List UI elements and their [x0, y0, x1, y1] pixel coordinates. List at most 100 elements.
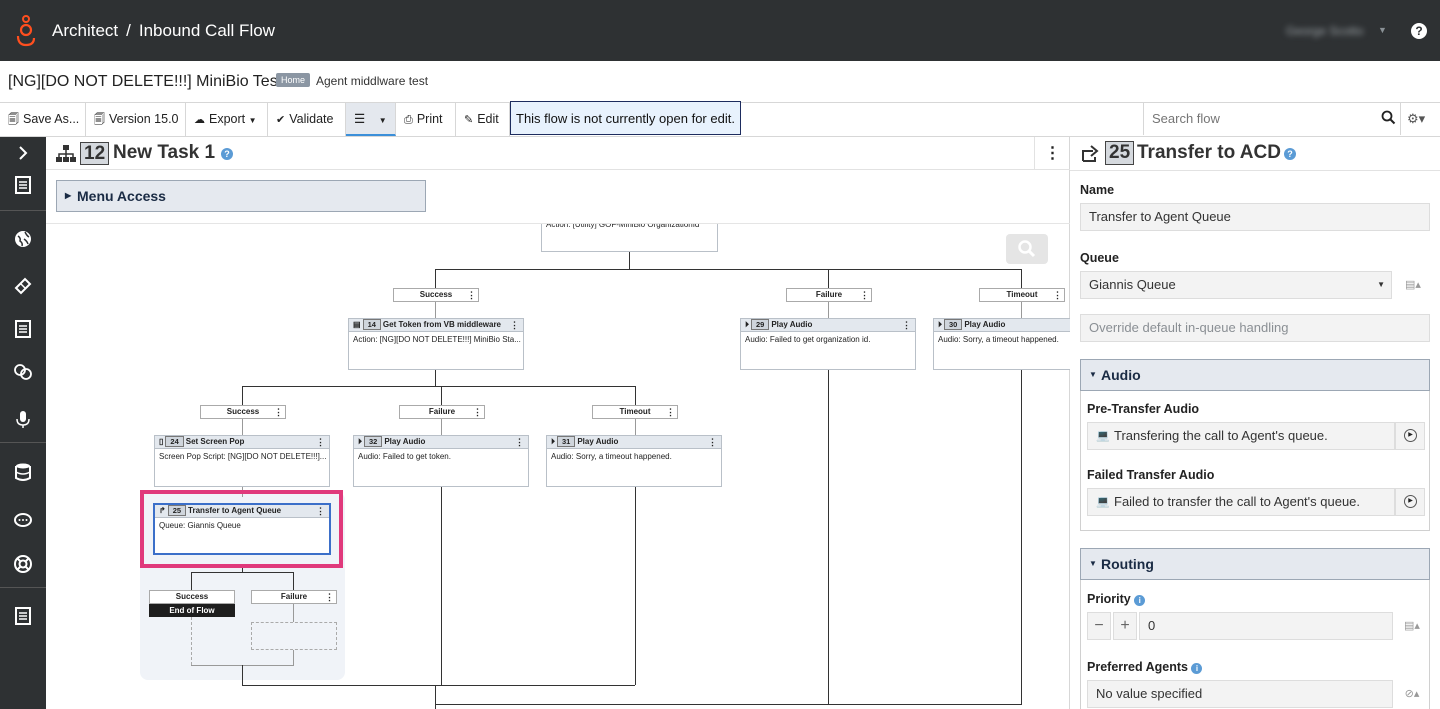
- kebab-menu-icon[interactable]: ⋮: [1034, 137, 1070, 170]
- path-label-failure[interactable]: Failure⋮: [251, 590, 337, 604]
- document-icon: ▯: [159, 437, 164, 446]
- connector: [293, 650, 294, 666]
- kebab-menu-icon[interactable]: ⋮: [510, 320, 519, 330]
- microphone-icon[interactable]: [13, 409, 33, 429]
- message-icon[interactable]: [13, 511, 33, 531]
- path-label-timeout[interactable]: Timeout⋮: [592, 405, 678, 419]
- lifebuoy-icon[interactable]: [13, 554, 33, 574]
- print-button[interactable]: ⎙Print: [396, 103, 456, 136]
- kebab-menu-icon[interactable]: ⋮: [473, 407, 482, 417]
- pre-transfer-label: Pre-Transfer Audio: [1087, 402, 1200, 416]
- kebab-menu-icon[interactable]: ⋮: [515, 437, 524, 447]
- path-label-failure[interactable]: Failure⋮: [786, 288, 872, 302]
- kebab-menu-icon[interactable]: ⋮: [467, 290, 476, 300]
- expression-toggle-icon[interactable]: ▤▴: [1404, 620, 1420, 632]
- kebab-menu-icon[interactable]: ⋮: [902, 320, 911, 330]
- kebab-menu-icon[interactable]: ⋮: [708, 437, 717, 447]
- path-label-failure[interactable]: Failure⋮: [399, 405, 485, 419]
- chevron-right-icon[interactable]: [13, 143, 33, 163]
- connector: [293, 572, 294, 590]
- chevron-down-icon[interactable]: ▼: [1378, 25, 1387, 35]
- task-header: 12 New Task 1 ? ⋮: [46, 137, 1070, 170]
- path-label-success[interactable]: Success⋮: [393, 288, 479, 302]
- expression-toggle-icon[interactable]: ▤▴: [1405, 279, 1421, 291]
- connector: [191, 572, 192, 590]
- zoom-search-button[interactable]: [1006, 234, 1048, 264]
- decrement-button[interactable]: −: [1087, 612, 1111, 640]
- gear-icon[interactable]: ⚙▾: [1407, 111, 1426, 126]
- override-in-queue-button[interactable]: Override default in-queue handling: [1080, 314, 1430, 342]
- help-icon[interactable]: ?: [1411, 23, 1427, 39]
- edit-button[interactable]: ✎Edit: [456, 103, 510, 136]
- document-icon[interactable]: [13, 606, 33, 626]
- chat-bubbles-icon[interactable]: [13, 362, 33, 382]
- breadcrumb: Architect/Inbound Call Flow: [52, 21, 283, 41]
- increment-button[interactable]: +: [1113, 612, 1137, 640]
- routing-section-header[interactable]: ▼Routing: [1080, 548, 1430, 580]
- queue-select[interactable]: Giannis Queue▼: [1080, 271, 1392, 299]
- export-button[interactable]: ☁Export ▼: [186, 103, 268, 136]
- document-icon[interactable]: [13, 319, 33, 339]
- name-field[interactable]: Transfer to Agent Queue: [1080, 203, 1430, 231]
- ticket-icon[interactable]: [13, 276, 33, 296]
- clear-icon[interactable]: ⊘▴: [1404, 688, 1420, 700]
- path-label-success[interactable]: Success⋮: [200, 405, 286, 419]
- path-label-success[interactable]: Success: [149, 590, 235, 604]
- genesys-logo-icon[interactable]: [14, 14, 38, 48]
- user-menu[interactable]: George Scotto: [1286, 24, 1364, 38]
- connector: [441, 386, 442, 406]
- help-icon[interactable]: ?: [221, 148, 233, 160]
- globe-icon[interactable]: [13, 229, 33, 249]
- flow-node-call-data-action[interactable]: Action: [Utility] GOF-MiniBio Organizati…: [541, 224, 718, 252]
- play-audio-button[interactable]: ▶: [1395, 422, 1425, 450]
- breadcrumb-flow-type[interactable]: Inbound Call Flow: [138, 21, 275, 40]
- connector: [635, 419, 636, 435]
- breadcrumb-architect[interactable]: Architect: [52, 21, 119, 40]
- kebab-menu-icon[interactable]: ⋮: [1053, 290, 1062, 300]
- search-input[interactable]: [1152, 111, 1372, 126]
- kebab-menu-icon[interactable]: ⋮: [325, 592, 334, 602]
- save-icon: 🗐: [8, 114, 19, 126]
- list-view-button[interactable]: ☰ ▼: [346, 103, 396, 136]
- action-number: 25: [1105, 141, 1135, 165]
- version-button[interactable]: 🗐Version 15.0: [86, 103, 186, 136]
- transfer-icon: [1082, 145, 1099, 162]
- validate-button[interactable]: ✔Validate: [268, 103, 346, 136]
- search-icon[interactable]: [1381, 110, 1396, 125]
- left-nav: [0, 137, 46, 709]
- kebab-menu-icon[interactable]: ⋮: [316, 437, 325, 447]
- empty-drop-target[interactable]: [251, 622, 337, 650]
- help-icon[interactable]: ?: [1284, 148, 1296, 160]
- preferred-agents-field[interactable]: No value specified: [1087, 680, 1393, 708]
- menu-access-section[interactable]: ▶Menu Access: [56, 180, 426, 212]
- kebab-menu-icon[interactable]: ⋮: [274, 407, 283, 417]
- priority-input[interactable]: 0: [1139, 612, 1393, 640]
- save-as-button[interactable]: 🗐Save As...: [0, 103, 86, 136]
- flow-canvas[interactable]: Action: [Utility] GOF-MiniBio Organizati…: [46, 223, 1070, 709]
- kebab-menu-icon[interactable]: ⋮: [316, 506, 325, 516]
- nav-divider: [0, 587, 46, 588]
- failed-transfer-audio-field[interactable]: 💻Failed to transfer the call to Agent's …: [1087, 488, 1395, 516]
- kebab-menu-icon[interactable]: ⋮: [666, 407, 675, 417]
- play-icon: ⏵: [358, 437, 362, 446]
- info-icon[interactable]: i: [1134, 595, 1146, 606]
- audio-section-header[interactable]: ▼Audio: [1080, 359, 1430, 391]
- info-icon[interactable]: i: [1191, 663, 1203, 674]
- copy-icon: 🗐: [94, 114, 105, 126]
- pre-transfer-audio-field[interactable]: 💻Transfering the call to Agent's queue.: [1087, 422, 1395, 450]
- path-label-timeout[interactable]: Timeout⋮: [979, 288, 1065, 302]
- play-icon: ⏵: [551, 437, 555, 446]
- play-audio-button[interactable]: ▶: [1395, 488, 1425, 516]
- document-icon[interactable]: [13, 175, 33, 195]
- check-icon: ✔: [276, 114, 286, 126]
- kebab-menu-icon[interactable]: ⋮: [860, 290, 869, 300]
- database-icon[interactable]: [13, 462, 33, 482]
- connector: [435, 704, 1021, 705]
